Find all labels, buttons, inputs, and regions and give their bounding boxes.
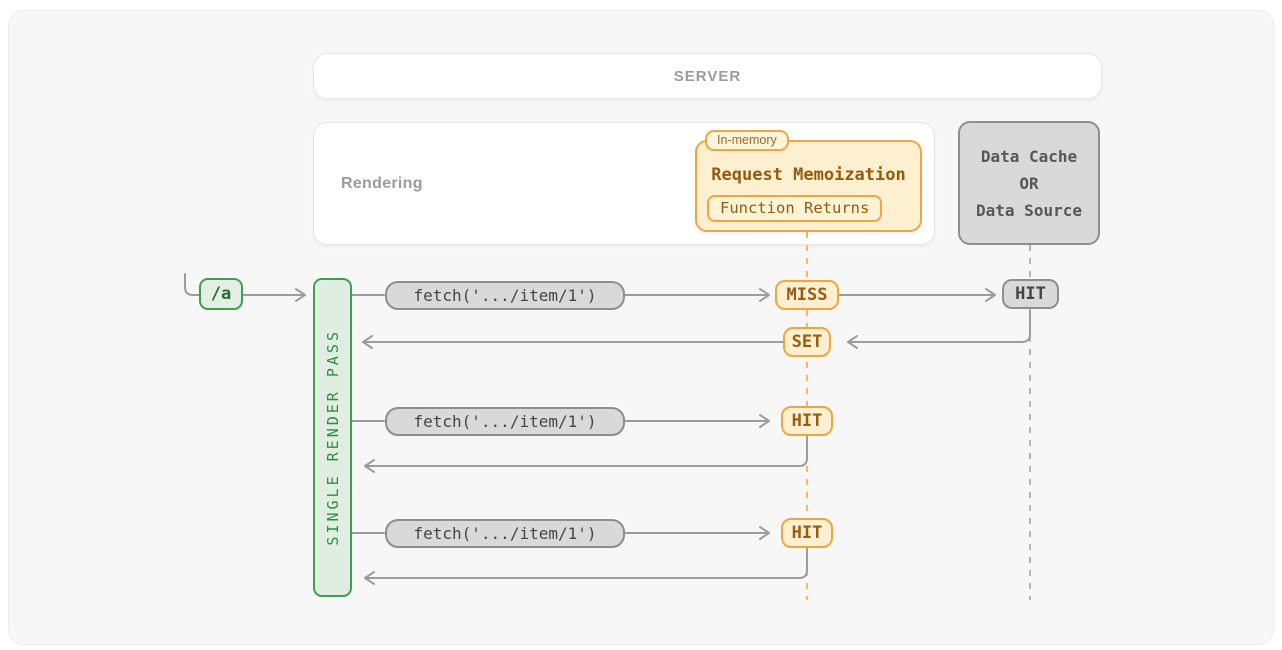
memo-hit-badge-1: HIT bbox=[781, 406, 833, 436]
set-badge: SET bbox=[783, 327, 831, 357]
fetch-call-2: fetch('.../item/1') bbox=[385, 407, 625, 436]
diagram-card bbox=[8, 10, 1274, 645]
fetch-call-3: fetch('.../item/1') bbox=[385, 519, 625, 548]
cache-hit-badge: HIT bbox=[1002, 279, 1059, 309]
rendering-label: Rendering bbox=[341, 174, 423, 192]
in-memory-tag: In-memory bbox=[705, 130, 789, 151]
fetch-call-2-label: fetch('.../item/1') bbox=[413, 412, 597, 431]
function-returns-box: Function Returns bbox=[707, 195, 883, 222]
data-cache-label: Data Cache OR Data Source bbox=[976, 146, 1082, 220]
memo-hit-badge-2: HIT bbox=[781, 518, 833, 548]
fetch-call-3-label: fetch('.../item/1') bbox=[413, 524, 597, 543]
single-render-pass-label: SINGLE RENDER PASS bbox=[323, 329, 342, 546]
route-badge: /a bbox=[199, 278, 243, 310]
data-cache-box: Data Cache OR Data Source bbox=[958, 121, 1100, 245]
memo-hit-label-1: HIT bbox=[791, 411, 823, 431]
server-label: SERVER bbox=[673, 67, 742, 85]
cache-hit-label: HIT bbox=[1015, 284, 1046, 304]
server-box: SERVER bbox=[313, 53, 1102, 99]
route-label: /a bbox=[210, 284, 232, 304]
request-memoization-box: In-memory Request Memoization Function R… bbox=[695, 130, 922, 232]
single-render-pass-column: SINGLE RENDER PASS bbox=[313, 278, 352, 597]
memo-hit-label-2: HIT bbox=[791, 523, 823, 543]
request-memoization-title: Request Memoization bbox=[711, 165, 906, 185]
fetch-call-1-label: fetch('.../item/1') bbox=[413, 286, 597, 305]
miss-label: MISS bbox=[786, 285, 828, 305]
fetch-call-1: fetch('.../item/1') bbox=[385, 281, 625, 310]
set-label: SET bbox=[791, 332, 823, 352]
miss-badge: MISS bbox=[775, 280, 839, 310]
